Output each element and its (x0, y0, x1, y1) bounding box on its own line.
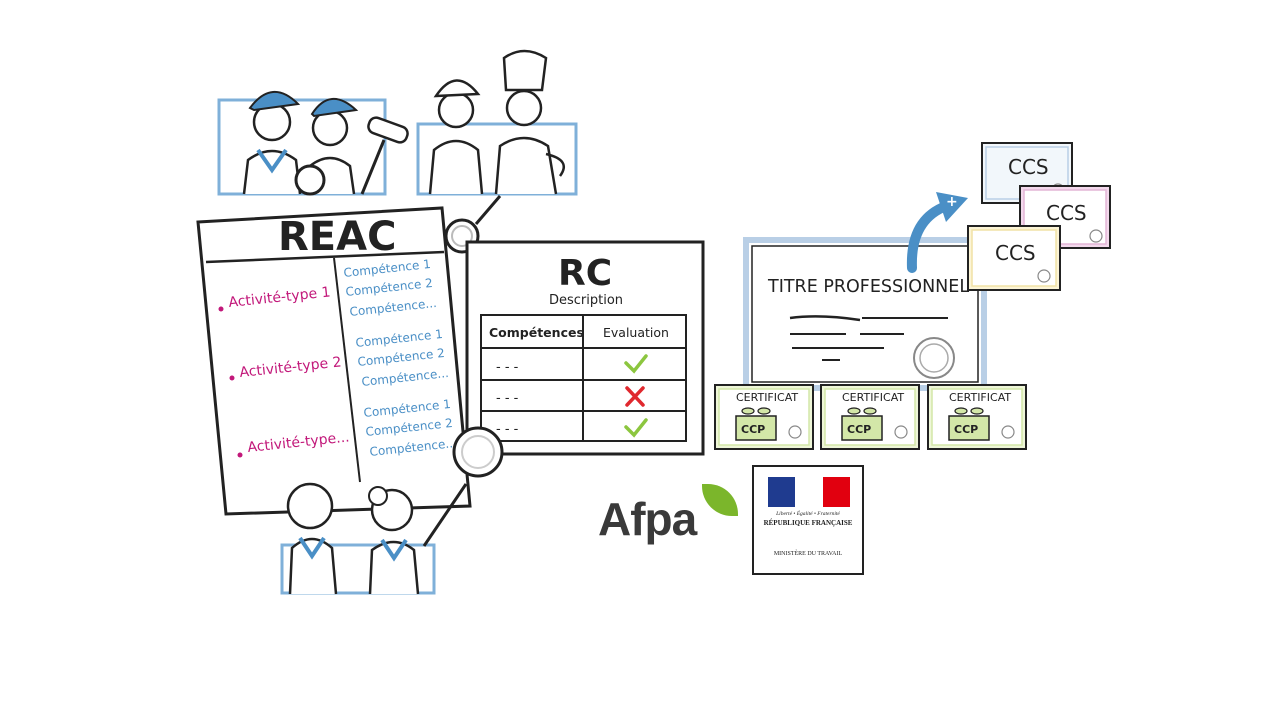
republique-name: RÉPUBLIQUE FRANÇAISE (763, 519, 853, 527)
titre-title: TITRE PROFESSIONNEL (767, 277, 969, 297)
ccs-card: CCS (967, 225, 1061, 291)
brick-icon (948, 407, 990, 441)
leaf-icon (702, 484, 738, 516)
reac-document: REAC (196, 206, 472, 516)
brick-icon (735, 407, 777, 441)
illustration-evaluators (280, 426, 504, 595)
rc-title: RC (558, 253, 612, 294)
svg-text:CCS: CCS (1008, 155, 1049, 179)
svg-text:CCS: CCS (995, 241, 1036, 265)
afpa-wordmark: Afpa (598, 493, 697, 545)
certificat-card: CERTIFICAT CCP (927, 384, 1027, 450)
svg-text:CCS: CCS (1046, 201, 1087, 225)
rc-row-competence: - - - (496, 391, 519, 406)
svg-text:CCP: CCP (847, 423, 871, 436)
brick-icon (841, 407, 883, 441)
titre-professionnel-certificate: TITRE PROFESSIONNEL (743, 237, 987, 391)
rc-row-competence: - - - (496, 360, 519, 375)
certificat-card: CERTIFICAT CCP (820, 384, 920, 450)
rc-document: RC Description Compétences Evaluation - … (465, 240, 705, 456)
rc-col-evaluation: Evaluation (603, 325, 669, 340)
french-flag-icon (768, 477, 850, 507)
afpa-logo: Afpa (598, 484, 744, 556)
illustration-workers-caps (217, 90, 409, 196)
rc-subtitle: Description (549, 293, 623, 308)
republique-motto: Liberté • Égalité • Fraternité (776, 511, 840, 517)
certificat-card: CERTIFICAT CCP (714, 384, 814, 450)
check-icon (624, 418, 648, 438)
check-icon (624, 354, 648, 374)
svg-text:CERTIFICAT: CERTIFICAT (736, 391, 798, 404)
plus-symbol: + (946, 194, 958, 210)
rc-row-competence: - - - (496, 422, 519, 437)
arrow-plus-icon: + (906, 192, 968, 273)
illustration-chefs (416, 49, 578, 225)
rc-col-competences: Compétences (489, 325, 584, 340)
ccs-card: CCS (1019, 185, 1111, 249)
reac-title: REAC (278, 214, 396, 260)
svg-text:CCP: CCP (741, 423, 765, 436)
svg-text:CERTIFICAT: CERTIFICAT (949, 391, 1011, 404)
svg-text:CCP: CCP (954, 423, 978, 436)
svg-text:CERTIFICAT: CERTIFICAT (842, 391, 904, 404)
ministry-name: MINISTÈRE DU TRAVAIL (773, 551, 843, 557)
republique-francaise-logo: Liberté • Égalité • Fraternité RÉPUBLIQU… (752, 465, 864, 575)
cross-icon (625, 386, 645, 407)
